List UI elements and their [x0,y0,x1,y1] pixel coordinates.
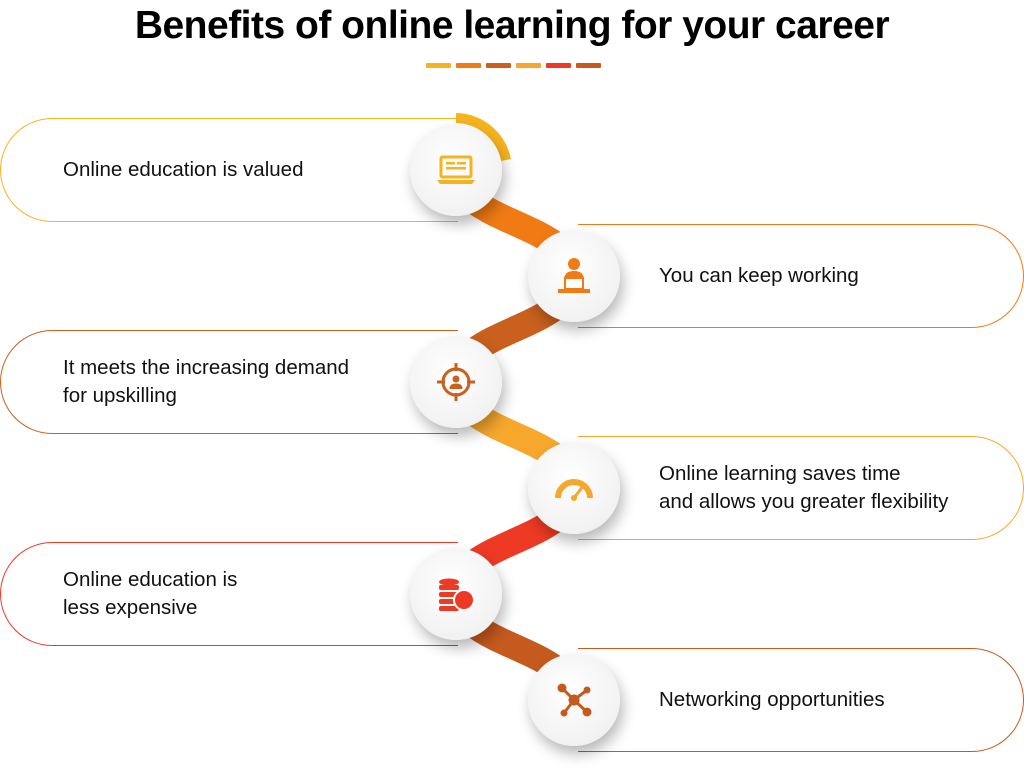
benefit-card-5: Online education is less expensive [0,542,458,646]
divider-dash [486,63,511,68]
spine-cap [455,113,511,162]
benefit-text: Networking opportunities [659,688,885,711]
target-person-icon [437,363,475,401]
divider-dash [426,63,451,68]
benefit-card-3: It meets the increasing demand for upski… [0,330,458,434]
benefit-card-6: Networking opportunities [578,648,1024,752]
benefit-node-1 [410,124,502,216]
benefit-node-3 [410,336,502,428]
benefit-card-4: Online learning saves time and allows yo… [578,436,1024,540]
divider-dash [456,63,481,68]
benefit-node-6 [528,654,620,746]
worker-at-desk-icon [558,258,590,293]
speedometer-icon [555,479,593,501]
benefit-text: Online education is less expensive [63,568,238,619]
laptop-icon [437,155,475,184]
benefit-node-5 [410,548,502,640]
divider-dash [546,63,571,68]
benefit-text: It meets the increasing demand for upski… [63,356,350,407]
divider-dash [576,63,601,68]
benefit-card-2: You can keep working [578,224,1024,328]
benefit-card-1: Online education is valued [0,118,458,222]
benefit-text: You can keep working [659,264,859,287]
benefit-node-2 [528,230,620,322]
benefit-text: Online learning saves time and allows yo… [659,462,949,513]
coins-icon [439,578,475,611]
divider-dash [516,63,541,68]
page-title: Benefits of online learning for your car… [134,4,890,47]
title-divider [426,63,601,68]
benefit-node-4 [528,442,620,534]
benefit-text: Online education is valued [63,158,304,181]
network-icon [557,683,592,717]
